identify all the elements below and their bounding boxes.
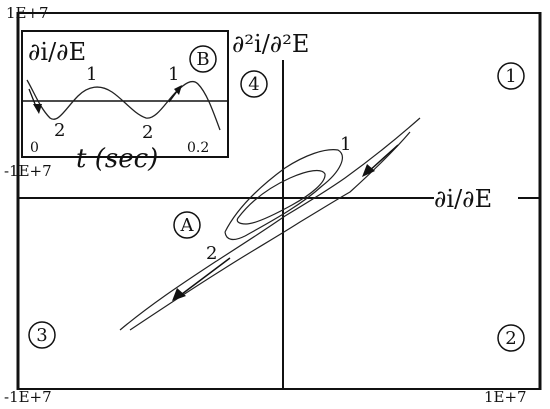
x-axis-label: ∂i/∂E [434,185,492,213]
quadrant-1-label: 1 [505,66,516,87]
trajectory-outer-upper [119,117,421,331]
inset-curve-label-1b: 1 [168,64,179,85]
y-min-label: -1E+7 [4,162,52,180]
y-axis-label: ∂²i/∂²E [232,30,309,58]
arrow-head-lower [172,288,186,301]
curve-label-2: 2 [206,243,217,264]
x-max-label: 1E+7 [484,388,527,406]
inset-x-start: 0 [30,140,39,156]
inset-arrow-head-left [33,104,42,114]
inset-waveform [26,79,221,131]
inset-x-label: t (sec) [76,144,158,174]
inset-frame [21,30,229,158]
quadrant-2-label: 2 [505,328,516,349]
marker-a-label: A [180,215,195,236]
x-min-label: -1E+7 [4,388,52,406]
marker-b-label: B [196,49,209,70]
trajectory-loop-inner [236,169,326,225]
quadrant-4-label: 4 [248,74,259,95]
inset-curve-label-1a: 1 [86,64,97,85]
quadrant-3-circle [28,321,56,349]
inset-x-end: 0.2 [187,140,209,156]
inset-curve-label-2a: 2 [54,120,65,141]
inset-arrow-head-right [174,85,182,95]
y-max-label: 1E+7 [6,4,49,22]
arrow-shaft-upper [367,144,399,173]
inset-curve-label-2b: 2 [142,122,153,143]
trajectory-outer-lower [129,131,411,331]
trajectory-loop-outer [224,149,343,241]
quadrant-4-circle [240,70,268,98]
inset-title: ∂i/∂E [28,38,86,66]
arrow-head-upper [362,164,375,177]
quadrant-2-circle [497,324,525,352]
quadrant-1-circle [497,62,525,90]
curve-label-1: 1 [340,134,351,155]
marker-a-circle [173,211,201,239]
arrow-shaft-lower [177,257,231,298]
quadrant-3-label: 3 [36,325,47,346]
marker-b-circle [189,45,217,73]
